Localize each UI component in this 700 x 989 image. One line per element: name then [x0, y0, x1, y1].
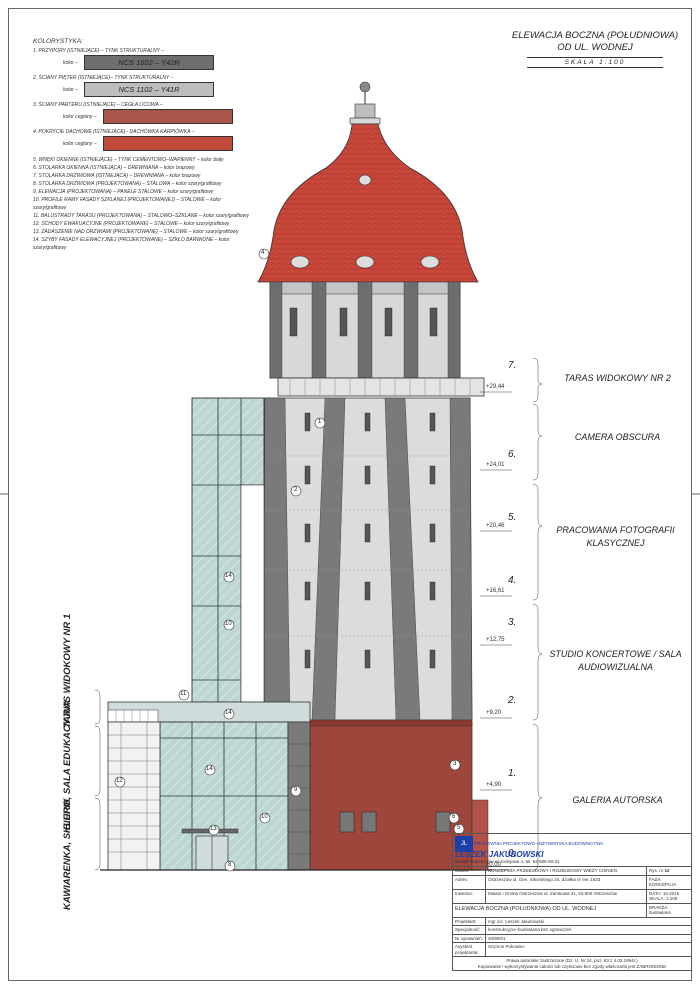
- label-taras-2: TARAS WIDOKOWY NR 2: [564, 373, 671, 383]
- floor-2: 2.: [508, 695, 517, 706]
- floor-1: 1.: [508, 768, 517, 779]
- callout-14a: 14: [225, 573, 232, 579]
- level-9-20: +9,20: [486, 710, 502, 716]
- callout-5: 5: [457, 825, 461, 831]
- legend-item-1: 1. PRZYPORY (ISTNIEJĄCE) – TYNK STRUKTUR…: [33, 48, 253, 70]
- level-20-46: +20,46: [486, 523, 505, 529]
- swatch-4: [102, 136, 233, 151]
- drawing-title: ELEWACJA BOCZNA (POŁUDNIOWA) OD UL. WODN…: [511, 30, 679, 68]
- callout-12: 12: [116, 778, 123, 784]
- legend-item-3: 3. ŚCIANY PARTERU (ISTNIEJĄCE) – CEGŁA L…: [33, 102, 253, 124]
- callout-8: 8: [228, 862, 232, 868]
- brick-ground-floor: [309, 721, 473, 871]
- label-kawiarenka: KAWIARENKA, SKLEPIK: [62, 798, 73, 910]
- label-pracownia-foto: PRACOWANIA FOTOGRAFII KLASYCZNEJ: [556, 525, 675, 548]
- firm-logo: JL: [455, 836, 473, 852]
- callout-9: 9: [294, 787, 298, 793]
- callout-2: 2: [294, 487, 298, 493]
- swatch-3: [102, 109, 233, 124]
- callout-14b: 14: [225, 710, 232, 716]
- color-legend: KOLORYSTYKA: 1. PRZYPORY (ISTNIEJĄCE) – …: [33, 38, 253, 252]
- tower-shaft: [262, 397, 473, 721]
- callout-4: 4: [261, 250, 265, 256]
- firm-name: LESZEK JAKUBOWSKI: [455, 850, 544, 859]
- floor-3: 3.: [508, 617, 517, 628]
- sheet-border: [8, 8, 692, 981]
- callout-13: 13: [210, 826, 217, 832]
- finial-ball: [359, 81, 371, 93]
- scale-label: SKALA 1:100: [527, 57, 663, 68]
- level-24-01: +24,01: [486, 462, 505, 468]
- callout-11: 11: [180, 691, 187, 697]
- floor-6: 6.: [508, 449, 517, 460]
- label-studio: STUDIO KONCERTOWE / SALA AUDIOWIZUALNA: [549, 649, 682, 672]
- label-camera-obscura: CAMERA OBSCURA: [574, 432, 661, 442]
- label-galeria: GALERIA AUTORSKA: [572, 795, 663, 805]
- callout-14c: 14: [206, 766, 213, 772]
- terrace-2-balustrade: [277, 377, 485, 397]
- legend-item-4: 4. POKRYCIE DACHOWE (ISTNIEJĄCE)– DACHÓW…: [33, 129, 253, 151]
- legend-item-2: 2. ŚCIANY PIĘTER (ISTNIEJĄCE)– TYNK STRU…: [33, 75, 253, 97]
- callout-3: 3: [453, 761, 457, 767]
- level-4-90: +4,90: [486, 782, 502, 788]
- callout-1: 1: [318, 419, 322, 425]
- evacuation-stairs: [107, 721, 161, 871]
- legend-title: KOLORYSTYKA:: [33, 38, 83, 45]
- level-16-61: +16,61: [486, 588, 505, 594]
- swatch-2: NCS 1102 – Y41R: [84, 82, 215, 97]
- callout-6: 6: [452, 814, 456, 820]
- drawing-name: ELEWACJA BOCZNA (POŁUDNIOWA) OD UL. WODN…: [452, 902, 647, 918]
- swatch-1: NCS 1602 – Y42R: [84, 55, 215, 70]
- level-12-75: +12,75: [486, 637, 505, 643]
- level-29-44: +29,44: [486, 384, 505, 390]
- legend-notes: 5. WNĘKI OKIENNE (ISTNIEJĄCE) – TYNK CEM…: [33, 157, 249, 251]
- callout-10a: 10: [225, 621, 232, 627]
- title-block: JL PRACOWNIA PROJEKTOWO–INŻYNIERSKA BUDO…: [452, 833, 692, 981]
- glass-shaft: [191, 397, 265, 703]
- floor-7: 7.: [508, 360, 517, 371]
- floor-5: 5.: [508, 512, 517, 523]
- tiled-roof: [257, 123, 479, 283]
- floor-4: 4.: [508, 575, 517, 586]
- callout-10b: 10: [261, 814, 268, 820]
